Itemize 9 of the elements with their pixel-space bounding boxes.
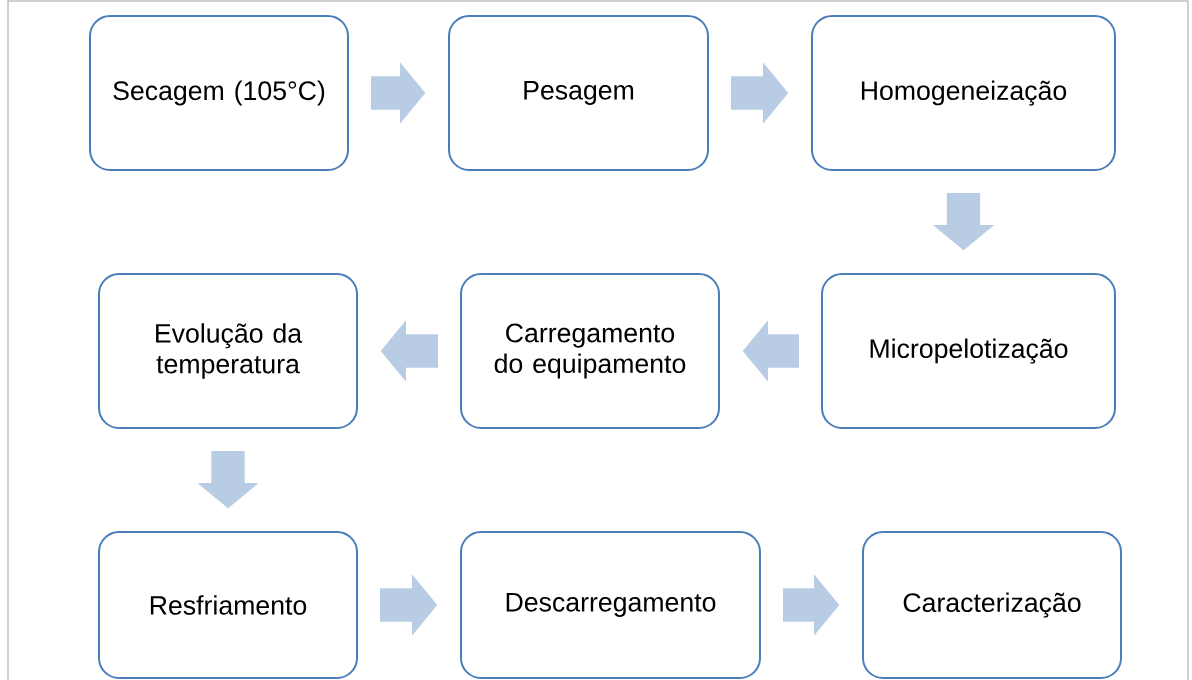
- process-box: Carregamento do equipamento: [460, 273, 720, 429]
- process-box: Pesagem: [448, 15, 709, 171]
- process-box: Homogeneização: [811, 15, 1116, 171]
- process-box: Resfriamento: [98, 531, 358, 679]
- process-box: Secagem (105°C): [89, 15, 349, 171]
- process-box: Evolução da temperatura: [98, 273, 358, 429]
- process-box: Descarregamento: [460, 531, 761, 679]
- process-box: Caracterização: [862, 531, 1122, 679]
- process-box: Micropelotização: [821, 273, 1116, 429]
